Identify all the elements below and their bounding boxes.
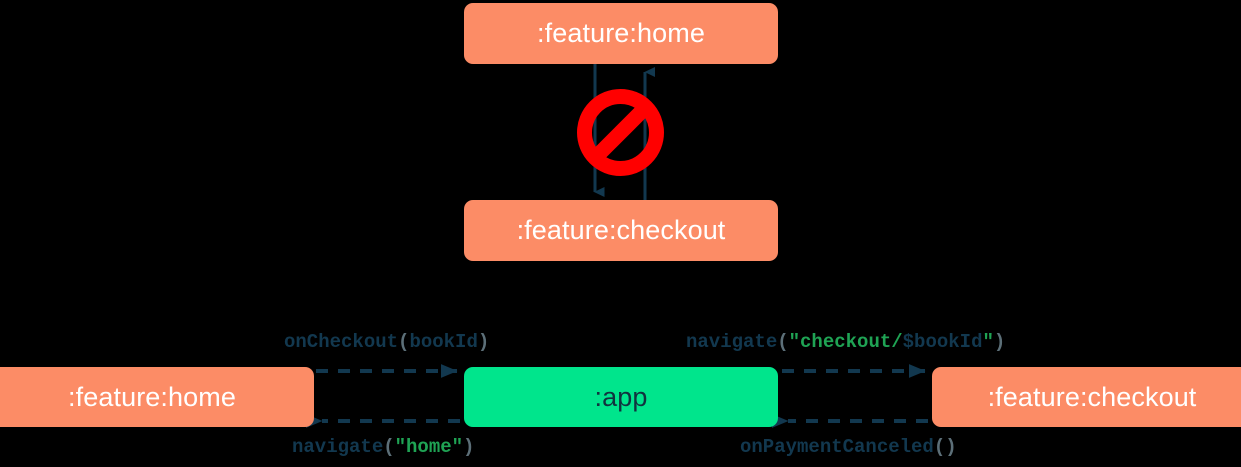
code-token-str: "home" bbox=[394, 436, 464, 458]
module-node-label: :app bbox=[594, 381, 648, 412]
code-token-fn: onPaymentCanceled bbox=[740, 436, 934, 458]
edge-label-on-checkout: onCheckout(bookId) bbox=[284, 333, 489, 352]
module-node-app[interactable]: :app bbox=[464, 367, 778, 427]
code-token-punc: ( bbox=[383, 436, 395, 458]
code-token-fn: onCheckout bbox=[284, 331, 399, 353]
module-node-feature-home-bottom[interactable]: :feature:home bbox=[0, 367, 314, 427]
module-node-label: :feature:checkout bbox=[516, 215, 726, 245]
module-node-label: :feature:checkout bbox=[987, 381, 1197, 412]
code-token-punc: ) bbox=[993, 331, 1006, 353]
code-token-fn: navigate bbox=[686, 331, 778, 353]
code-token-str: "checkout/ bbox=[788, 331, 903, 353]
code-token-punc: ) bbox=[477, 331, 490, 353]
edge-label-navigate-home: navigate("home") bbox=[292, 438, 474, 457]
module-node-label: :feature:home bbox=[68, 381, 236, 412]
edge-label-navigate-checkout: navigate("checkout/$bookId") bbox=[686, 333, 1005, 352]
code-token-punc: () bbox=[933, 436, 957, 458]
module-node-feature-home-top[interactable]: :feature:home bbox=[464, 3, 778, 64]
code-token-str: " bbox=[982, 331, 994, 353]
module-node-feature-checkout-top[interactable]: :feature:checkout bbox=[464, 200, 778, 261]
code-token-punc: ( bbox=[398, 331, 410, 353]
code-token-fn: navigate bbox=[292, 436, 384, 458]
code-token-var: $bookId bbox=[902, 331, 983, 353]
module-node-feature-checkout-bottom[interactable]: :feature:checkout bbox=[932, 367, 1241, 427]
edge-label-on-payment-canceled: onPaymentCanceled() bbox=[740, 438, 957, 457]
code-token-punc: ) bbox=[463, 436, 475, 458]
no-entry-icon bbox=[577, 89, 664, 176]
module-node-label: :feature:home bbox=[537, 18, 705, 48]
code-token-arg: bookId bbox=[409, 331, 478, 353]
code-token-punc: ( bbox=[777, 331, 789, 353]
